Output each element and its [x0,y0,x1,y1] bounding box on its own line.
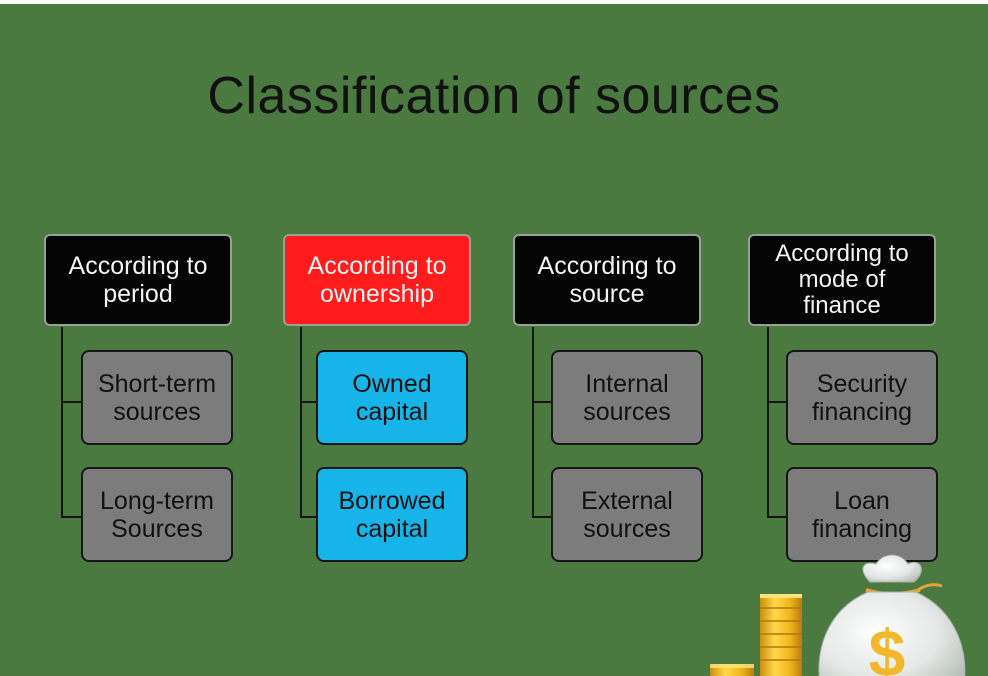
connector-line [300,327,302,518]
subcategory-line: financing [811,397,913,426]
category-heading-period: According to period [44,234,232,326]
slide-title: Classification of sources [207,67,781,125]
heading-line: mode of [798,266,886,293]
subcategory-line: Internal [585,369,669,398]
column-ownership: According to ownership Owned capital Bor… [0,4,988,676]
subcategory-internal-sources: Internal sources [551,350,703,445]
heading-line: source [569,280,645,308]
heading-line: According to [307,252,447,280]
heading-line: ownership [320,280,434,308]
connector-line [532,516,552,518]
subcategory-line: Long-term [100,486,214,515]
connector-line [61,516,82,518]
column-mode-of-finance: According to mode of finance Security fi… [0,4,988,676]
heading-line: According to [537,252,677,280]
heading-line: period [103,280,173,308]
subcategory-external-sources: External sources [551,467,703,562]
subcategory-line: Short-term [97,369,217,398]
connector-line [532,401,552,403]
connector-line [300,401,317,403]
subcategory-short-term-sources: Short-term sources [81,350,233,445]
subcategory-owned-capital: Owned capital [316,350,468,445]
subcategory-borrowed-capital: Borrowed capital [316,467,468,562]
heading-line: finance [803,292,881,319]
connector-line [767,516,787,518]
subcategory-loan-financing: Loan financing [786,467,938,562]
connector-line [532,327,534,518]
subcategory-line: External [581,486,673,515]
subcategory-line: sources [583,397,671,426]
category-heading-source: According to source [513,234,701,326]
subcategory-line: capital [355,397,429,426]
subcategory-line: capital [355,514,429,543]
subcategory-line: Security [816,369,908,398]
subcategory-line: sources [113,397,201,426]
category-heading-mode-of-finance: According to mode of finance [748,234,936,326]
connector-line [61,401,82,403]
subcategory-line: sources [583,514,671,543]
heading-line: According to [68,252,208,280]
connector-line [300,516,317,518]
subcategory-long-term-sources: Long-term Sources [81,467,233,562]
column-source: According to source Internal sources Ext… [0,4,988,676]
connector-line [61,327,63,518]
connector-line [767,401,787,403]
connector-line [767,327,769,518]
subcategory-line: Sources [111,514,203,543]
subcategory-line: Owned [352,369,432,398]
subcategory-line: Borrowed [338,486,446,515]
subcategory-security-financing: Security financing [786,350,938,445]
category-heading-ownership: According to ownership [283,234,471,326]
slide: Classification of sources According to p… [0,4,988,676]
subcategory-line: Loan [834,486,890,515]
column-period: According to period Short-term sources L… [0,4,988,676]
heading-line: According to [775,240,909,267]
subcategory-line: financing [811,514,913,543]
